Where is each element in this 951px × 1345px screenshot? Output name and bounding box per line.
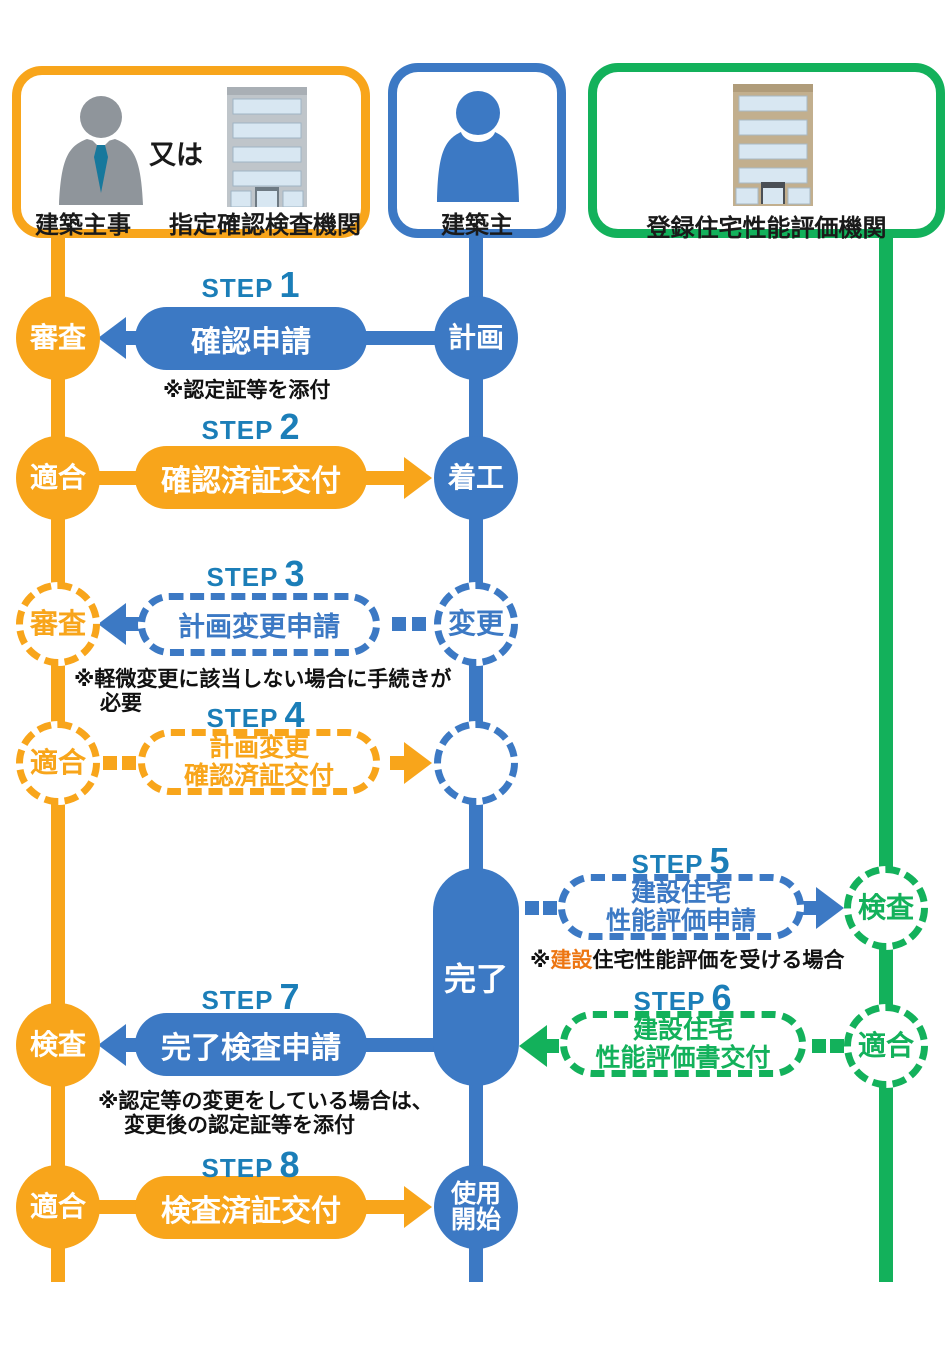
examiner-label: 建築主事 [35, 212, 131, 239]
arrow-right-icon [404, 457, 432, 499]
connector [360, 331, 440, 345]
step3-note-line1: ※軽微変更に該当しない場合に手続きが [74, 668, 452, 691]
connector [96, 1200, 140, 1214]
arrow-right-icon [816, 887, 844, 929]
node-inspect: 検査 [16, 1003, 100, 1087]
step3-pill: 計画変更申請 [138, 593, 380, 656]
step1-pill: 確認申請 [135, 307, 367, 370]
dashed-connector [412, 617, 426, 631]
inspection-body-label: 指定確認検査機関 [169, 212, 361, 239]
businessperson-icon [51, 93, 151, 205]
step6-pill: 建設住宅 性能評価書交付 [560, 1011, 806, 1077]
step7-note-line1: ※認定等の変更をしている場合は、 [98, 1090, 433, 1113]
connector [124, 617, 142, 631]
or-text: 又は [149, 140, 203, 170]
node-use-start: 使用 開始 [434, 1165, 518, 1249]
node-pass-dashed-green: 適合 [844, 1004, 928, 1088]
dashed-connector [525, 901, 539, 915]
connector [545, 1039, 559, 1053]
node-inspect-dashed: 検査 [844, 866, 928, 950]
node-plan: 計画 [434, 296, 518, 380]
step4-pill: 計画変更 確認済証交付 [138, 729, 380, 795]
step7-note-line2: 変更後の認定証等を添付 [124, 1114, 355, 1137]
header-box-owner: 建築主 [388, 63, 566, 239]
step8-pill: 検査済証交付 [135, 1176, 367, 1239]
node-review: 審査 [16, 296, 100, 380]
connector [802, 901, 818, 915]
node-pass-final: 適合 [16, 1165, 100, 1249]
building-icon [217, 85, 317, 207]
node-complete: 完了 [433, 868, 519, 1086]
dashed-connector [103, 756, 117, 770]
dashed-connector [392, 617, 406, 631]
node-empty [434, 721, 518, 805]
arrow-left-icon [98, 1024, 126, 1066]
arrow-left-icon [519, 1025, 547, 1067]
dashed-connector [812, 1039, 826, 1053]
dashed-connector [543, 901, 557, 915]
building-icon [723, 82, 823, 206]
owner-label: 建築主 [441, 212, 513, 239]
header-box-evaluator: 登録住宅性能評価機関 [588, 63, 945, 242]
connector [360, 471, 406, 485]
connector [96, 471, 140, 485]
lane-line-evaluator [879, 234, 893, 1282]
arrow-left-icon [98, 317, 126, 359]
connector [360, 1200, 406, 1214]
step5-note: ※建設住宅性能評価を受ける場合 [530, 949, 845, 972]
step3-note-line2: 必要 [100, 692, 142, 715]
node-pass: 適合 [16, 436, 100, 520]
step1-note: ※認定証等を添付 [163, 379, 331, 402]
node-pass-dashed: 適合 [16, 721, 100, 805]
step2-pill: 確認済証交付 [135, 446, 367, 509]
node-change: 変更 [434, 582, 518, 666]
connector [360, 1038, 438, 1052]
step7-pill: 完了検査申請 [135, 1013, 367, 1076]
dashed-connector [830, 1039, 844, 1053]
step5-pill: 建設住宅 性能評価申請 [558, 874, 804, 940]
header-box-examiner: 又は 建築主事 指定確認検査機関 [12, 66, 370, 239]
arrow-left-icon [98, 603, 126, 645]
node-start-construction: 着工 [434, 436, 518, 520]
evaluator-label: 登録住宅性能評価機関 [646, 215, 887, 242]
node-review-dashed: 審査 [16, 582, 100, 666]
connector [390, 756, 406, 770]
person-icon [432, 88, 524, 202]
arrow-right-icon [404, 742, 432, 784]
dashed-connector [122, 756, 136, 770]
arrow-right-icon [404, 1186, 432, 1228]
